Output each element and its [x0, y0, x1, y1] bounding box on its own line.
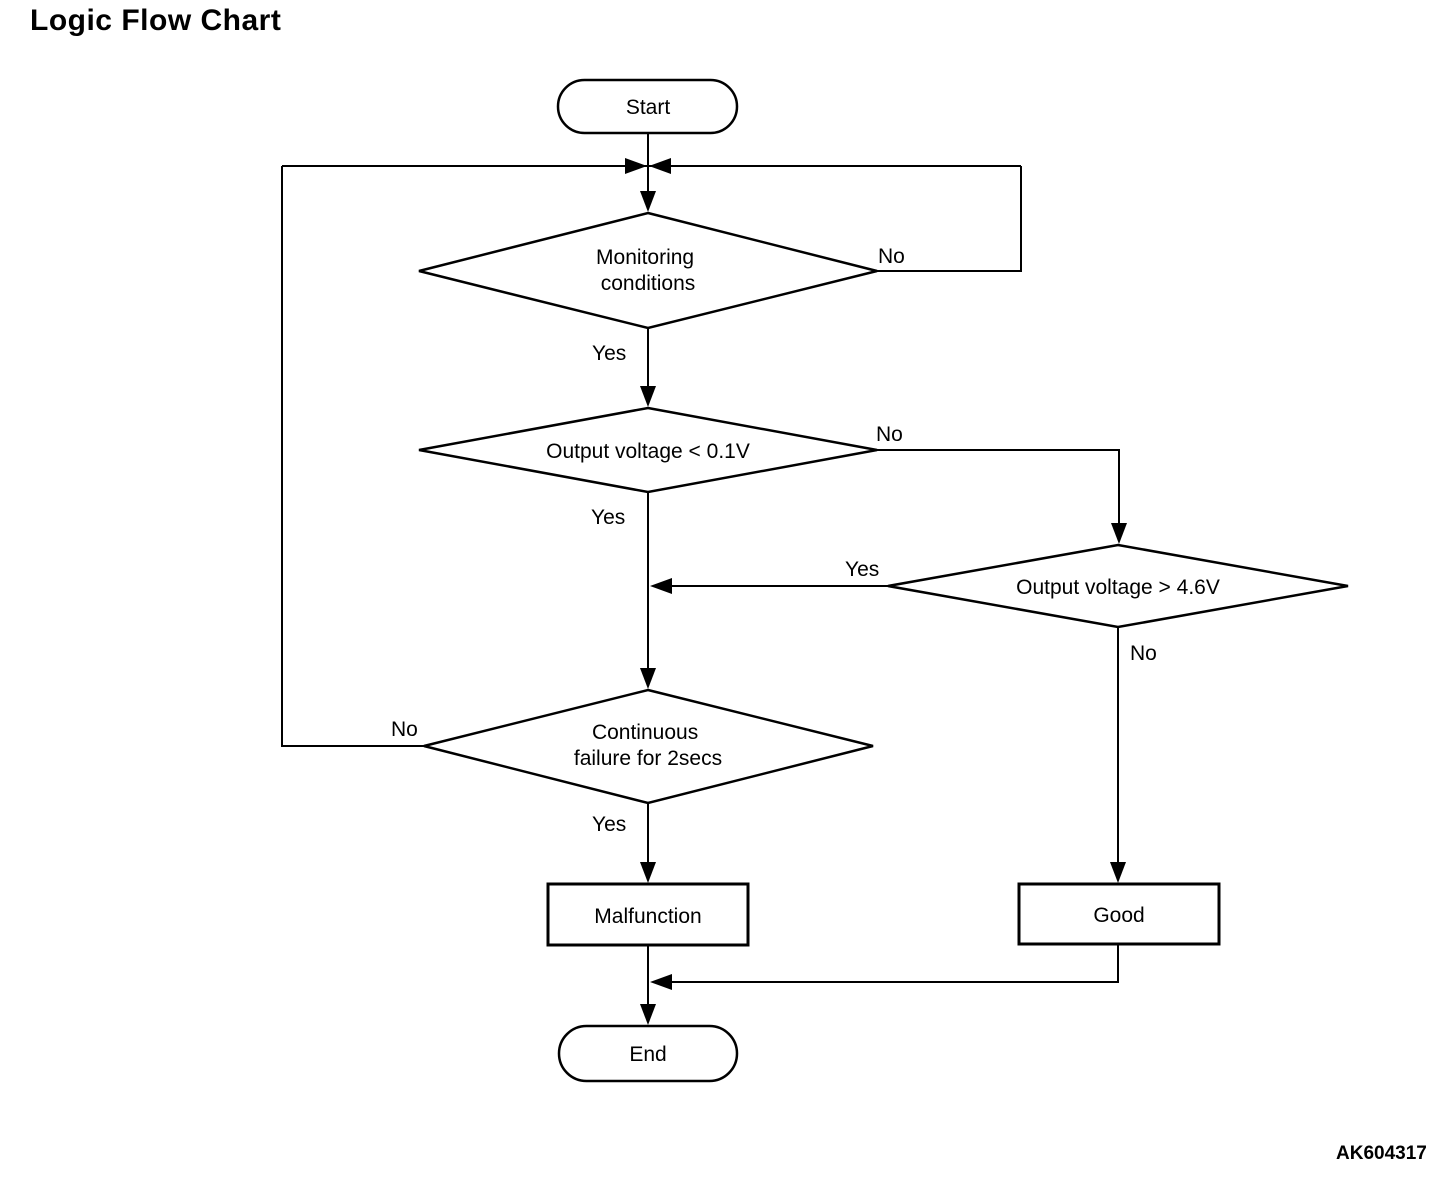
edge-label-continuous-no: No: [391, 718, 418, 741]
good-process-shape: [1017, 882, 1221, 946]
arrowheads: [625, 158, 1127, 1025]
edge-label-output-low-yes: Yes: [591, 506, 625, 529]
arrowhead-good-merge: [650, 974, 672, 990]
malfunction-process-shape: [546, 882, 750, 947]
edge-label-continuous-yes: Yes: [592, 813, 626, 836]
edge-label-output-low-no: No: [876, 423, 903, 446]
arrowhead-into-monitoring: [640, 191, 656, 212]
output-voltage-high-decision-shape: [887, 543, 1349, 629]
edge-output-low-no: [877, 449, 1120, 525]
output-voltage-low-decision-shape: [418, 406, 878, 494]
edge-good-to-merge: [672, 944, 1119, 983]
arrowhead-into-good: [1110, 862, 1126, 883]
output-voltage-high-label: Output voltage > 4.6V: [1016, 576, 1220, 599]
arrowhead-into-end: [640, 1004, 656, 1025]
arrowhead-junction-from-right: [649, 158, 671, 174]
arrowhead-output-high-yes-merge: [650, 578, 672, 594]
continuous-failure-label: Continuous failure for 2secs: [574, 721, 722, 770]
edge-label-output-high-yes: Yes: [845, 558, 879, 581]
good-label: Good: [1093, 904, 1144, 927]
start-label: Start: [626, 96, 671, 119]
edge-labels: No Yes No Yes Yes No No Yes: [391, 245, 1157, 836]
arrowhead-into-continuous: [640, 668, 656, 689]
edge-continuous-no-loop: [281, 166, 424, 747]
output-voltage-low-label: Output voltage < 0.1V: [546, 440, 750, 463]
node-labels: Start Monitoring conditions Output volta…: [546, 96, 1220, 1066]
continuous-failure-decision-shape: [423, 688, 874, 805]
page-title: Logic Flow Chart: [30, 4, 282, 37]
end-label: End: [629, 1043, 666, 1066]
edge-label-monitoring-yes: Yes: [592, 342, 626, 365]
malfunction-label: Malfunction: [594, 905, 701, 928]
end-terminator-shape: [557, 1024, 739, 1083]
monitoring-conditions-label: Monitoring conditions: [596, 246, 700, 295]
edge-monitoring-no-loop: [877, 166, 1022, 272]
edge-label-monitoring-no: No: [878, 245, 905, 268]
arrowhead-junction-from-left: [625, 158, 647, 174]
figure-code: AK604317: [1336, 1143, 1427, 1164]
node-shapes: [418, 78, 1349, 1083]
edge-label-output-high-no: No: [1130, 642, 1157, 665]
arrowhead-into-output-high: [1111, 523, 1127, 544]
arrowhead-into-malfunction: [640, 862, 656, 883]
arrowhead-into-output-low: [640, 386, 656, 407]
monitoring-conditions-decision-shape: [418, 211, 878, 330]
start-terminator-shape: [556, 78, 739, 135]
